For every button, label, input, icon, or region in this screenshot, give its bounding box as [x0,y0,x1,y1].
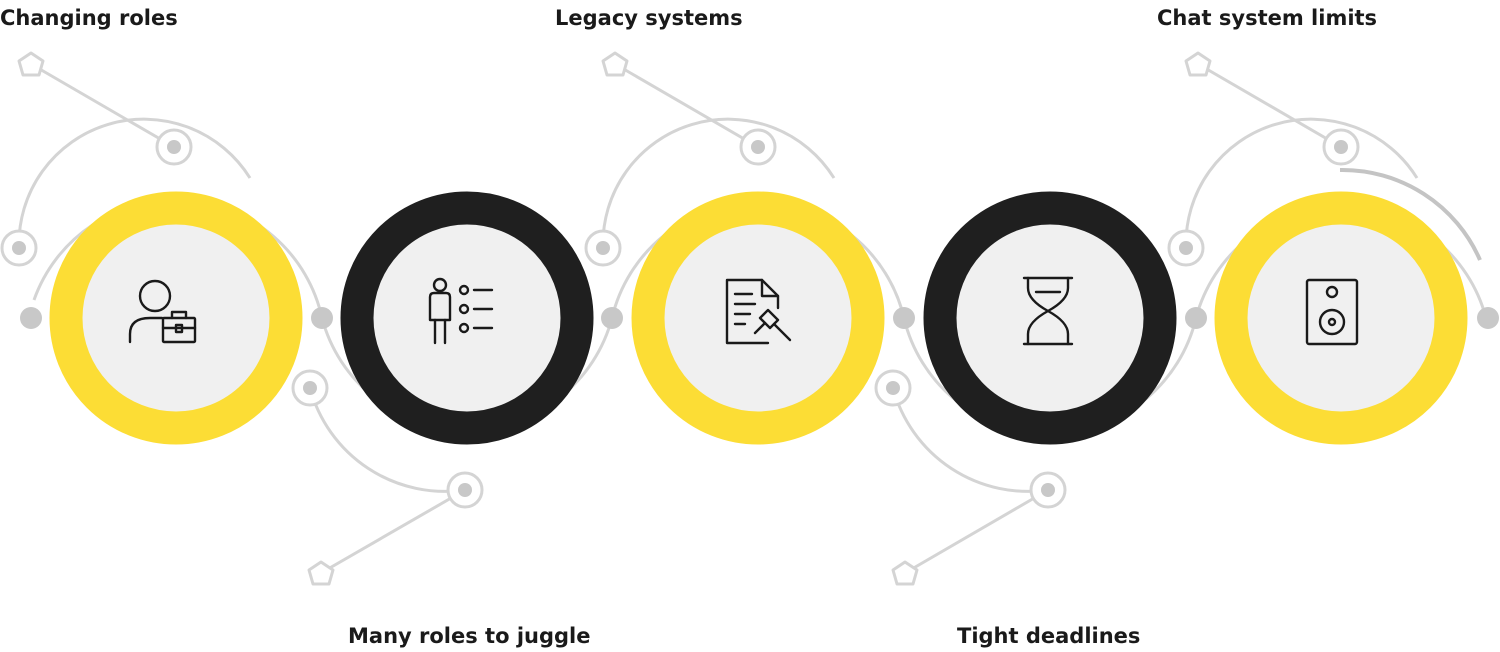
leader-line-2 [320,488,466,575]
ringed-node [739,128,777,166]
speaker-icon [1305,278,1359,346]
ringed-node [584,229,622,267]
ringed-node [446,471,484,509]
step-label-5: Chat system limits [1157,6,1378,30]
step-circle-4 [923,191,1177,445]
leader-lines [30,62,1342,575]
step-label-1: Changing roles [0,6,178,30]
leader-line-3 [614,62,759,149]
axis-dot [1477,307,1499,329]
step-label-4: Tight deadlines [957,624,1141,648]
axis-dot [311,307,333,329]
axis-dot [20,307,42,329]
arc-5-accent [1339,167,1482,261]
pentagon-marker-icon [891,560,919,586]
ringed-nodes [0,128,1360,509]
arc-4-outer [891,387,1049,493]
axis-dot [893,307,915,329]
axis-dot [1185,307,1207,329]
ringed-node [874,369,912,407]
ringed-node [1167,229,1205,267]
leader-line-4 [904,488,1049,575]
arc-5-outer [1184,117,1419,249]
hourglass-icon [1022,276,1074,346]
pentagon-markers [17,51,1212,586]
arc-1-outer [17,117,252,249]
ringed-node [1029,471,1067,509]
leader-line-5 [1197,62,1342,149]
axis-dot [601,307,623,329]
document-stamp-icon [725,278,792,345]
pentagon-marker-icon [1184,51,1212,77]
ringed-node [155,128,193,166]
user-briefcase-icon [128,279,197,344]
step-circle-2 [340,191,594,445]
arc-2-outer [308,387,466,493]
pentagon-marker-icon [307,560,335,586]
leader-line-1 [30,62,175,149]
axis-dots [20,307,1499,329]
step-label-2: Many roles to juggle [348,624,591,648]
person-list-icon [428,277,494,345]
pentagon-marker-icon [17,51,45,77]
pentagon-marker-icon [601,51,629,77]
ringed-node [0,229,38,267]
step-label-3: Legacy systems [555,6,743,30]
arc-3-outer [601,117,836,249]
step-circle-5 [1214,191,1468,445]
ringed-node [291,369,329,407]
step-circle-3 [631,191,885,445]
ringed-node [1322,128,1360,166]
